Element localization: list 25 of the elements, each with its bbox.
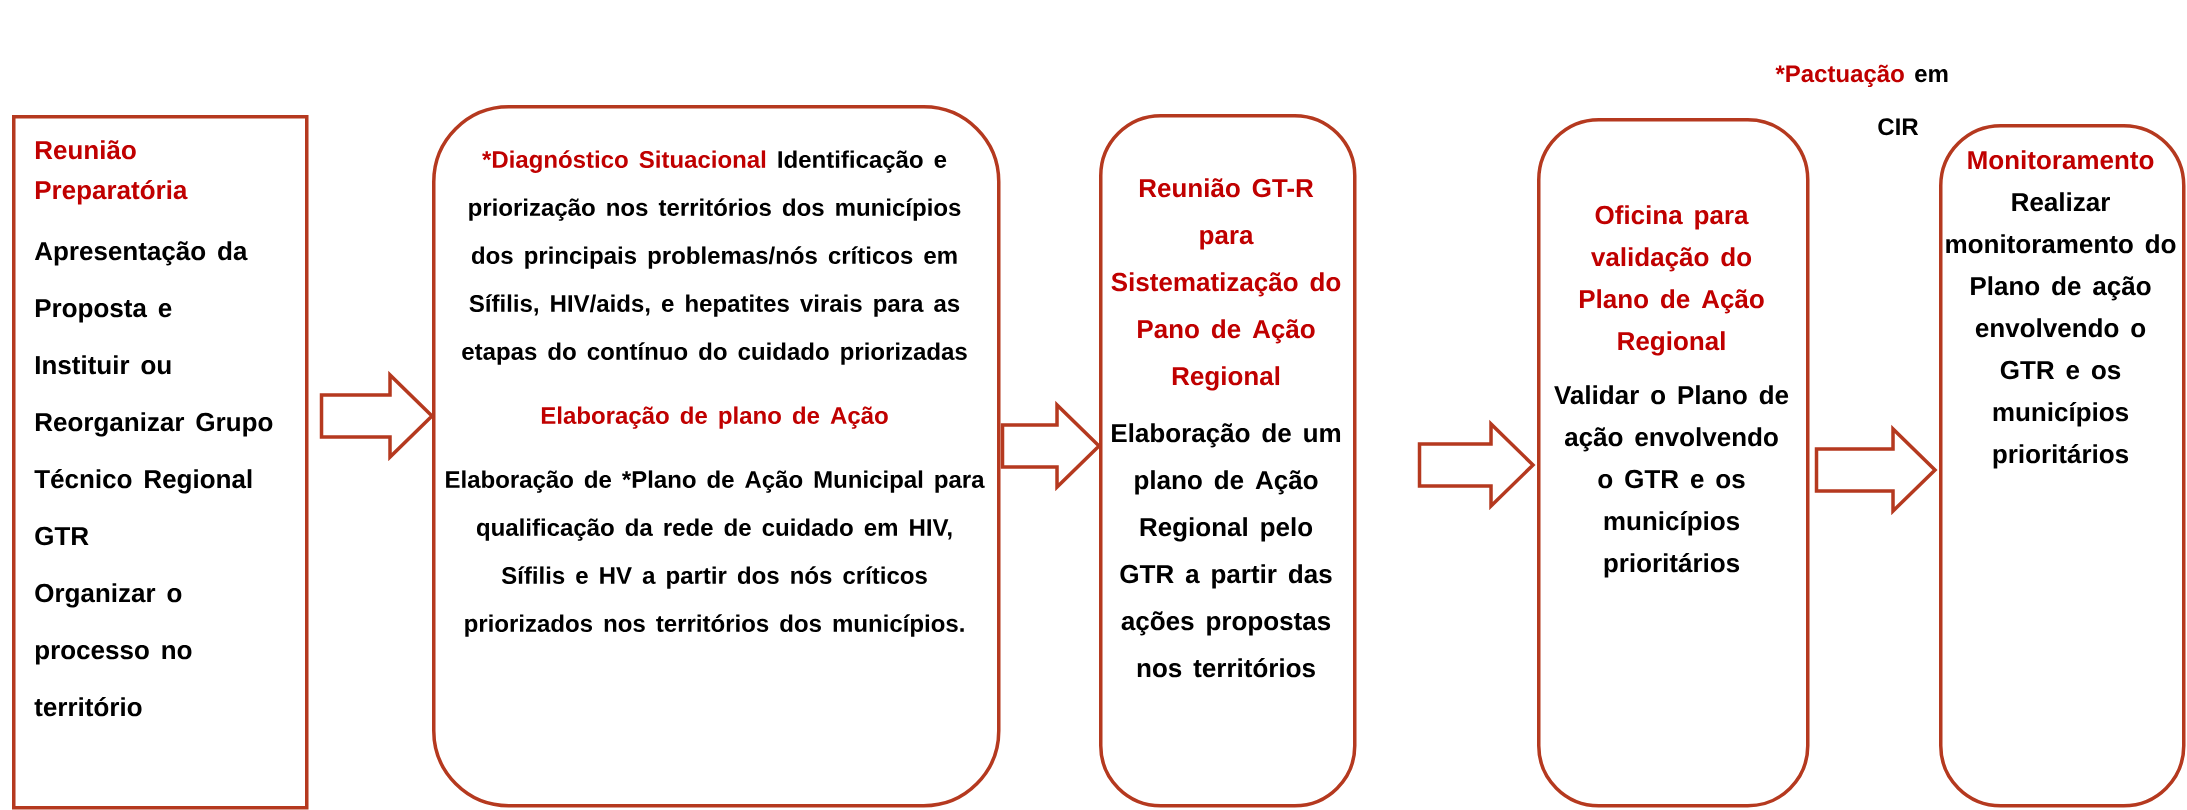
block-arrow <box>1417 419 1536 511</box>
process-box <box>1537 118 1810 808</box>
process-box <box>432 105 1001 808</box>
note-text: *Pactuação <box>1775 64 1904 87</box>
note-text: em <box>1915 69 1948 83</box>
step-title: Reunião GT-R para Sistematização do Pano de Ação Regional <box>1111 178 1341 391</box>
step-description: Realizar monitoramento do Plano de ação envolvendo o GTR e os municípios prioritários <box>1946 192 2176 469</box>
process-box <box>1939 124 2186 808</box>
block-arrow <box>319 370 435 462</box>
step-description: *Diagnóstico Situacional Identificação e priorização nos territórios dos municípios dos principais problemas/nós críticos em Sífilis, HIV/aids, e hepatites virais para as etapas do contínuo do cuidado priorizadas <box>462 150 967 365</box>
step-description: Elaboração de um plano de Ação Regional pelo GTR a partir das ações propostas nos territórios <box>1112 423 1341 678</box>
step-description: Instituir ou Reorganizar Grupo Técnico Regional GTR <box>34 355 273 546</box>
block-arrow <box>1814 424 1938 516</box>
step-description: Validar o Plano de ação envolvendo o GTR e os municípios prioritários <box>1554 385 1789 578</box>
step-description: Organizar o processo no território <box>34 583 192 717</box>
step-description: Apresentação da Proposta e <box>34 241 248 323</box>
step-title: Monitoramento <box>1968 150 2154 170</box>
process-box <box>1099 114 1357 808</box>
process-box <box>12 115 309 810</box>
step-title: Elaboração de plano de Ação <box>541 406 888 429</box>
step-title: Oficina para validação do Plano de Ação Regional <box>1580 205 1764 356</box>
step-title: Reunião Preparatória <box>35 140 188 205</box>
step-description: Elaboração de *Plano de Ação Municipal para qualificação da rede de cuidado em HIV, Sífilis e HV a partir dos nós críticos priorizados nos territórios dos municípios. <box>446 470 985 637</box>
note-text: CIR <box>1878 118 1919 136</box>
block-arrow <box>1000 400 1102 492</box>
